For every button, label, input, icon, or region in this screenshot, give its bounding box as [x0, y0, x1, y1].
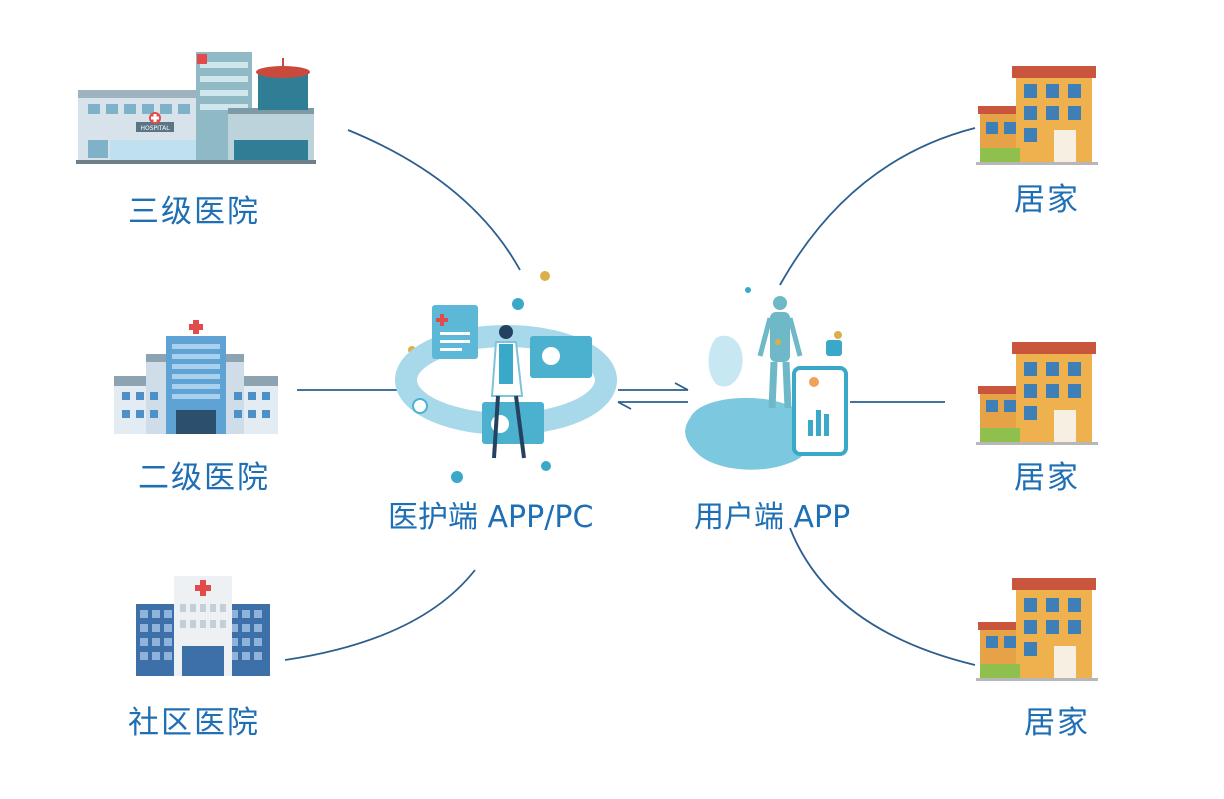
home-icon-1: [976, 66, 1098, 165]
medical-staff-app-icon: [395, 271, 617, 483]
label-community-hospital: 社区医院: [128, 705, 260, 741]
home-icon-2: [976, 342, 1098, 445]
label-medical-staff-app: 医护端 APP/PC: [388, 500, 594, 535]
connector-home-3: [789, 527, 976, 666]
label-home-1: 居家: [1014, 182, 1080, 218]
connectors: [284, 127, 976, 666]
label-home-3: 居家: [1024, 705, 1090, 741]
community-hospital-icon: [136, 576, 270, 676]
home-icon-3: [976, 578, 1098, 681]
connector-tertiary: [347, 129, 521, 271]
user-app-icon: [685, 287, 848, 470]
connector-home-1: [779, 127, 976, 286]
hospital-sign: HOSPITAL: [140, 125, 170, 132]
label-secondary-hospital: 二级医院: [138, 460, 270, 496]
tertiary-hospital-icon: HOSPITAL: [76, 52, 316, 164]
label-tertiary-hospital: 三级医院: [128, 194, 260, 230]
label-user-app: 用户端 APP: [694, 500, 851, 535]
connector-community: [284, 569, 476, 661]
secondary-hospital-icon: [114, 320, 278, 434]
label-home-2: 居家: [1014, 460, 1080, 496]
exchange-arrows-icon: [617, 382, 689, 410]
